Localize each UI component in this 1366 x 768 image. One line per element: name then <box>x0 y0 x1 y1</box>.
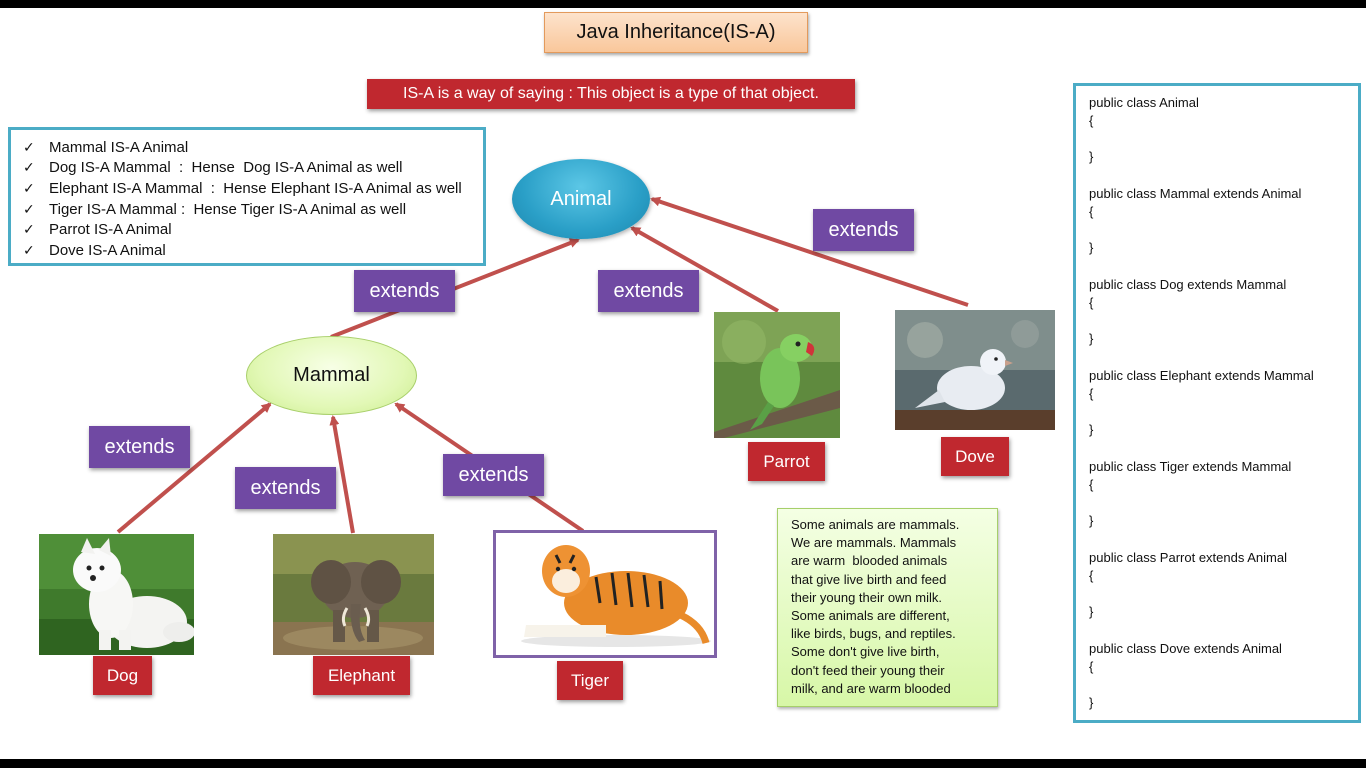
class-declaration: public class Elephant extends Mammal <box>1089 368 1314 383</box>
rule-item: ✓ Elephant IS-A Mammal : Hense Elephant I… <box>23 178 483 199</box>
brace-open: { <box>1089 295 1094 310</box>
brace-open: { <box>1089 386 1094 401</box>
extends-label-dove: extends <box>813 209 914 251</box>
code-blank <box>1089 403 1358 421</box>
check-icon: ✓ <box>23 179 35 196</box>
isa-definition-banner: IS-A is a way of saying : This object is… <box>367 79 855 109</box>
class-declaration: public class Tiger extends Mammal <box>1089 459 1292 474</box>
code-blank <box>1089 494 1358 512</box>
rule-item: ✓ Dog IS-A Mammal : Hense Dog IS-A Animal… <box>23 158 483 179</box>
brace-open: { <box>1089 477 1094 492</box>
code-blank <box>1089 676 1358 694</box>
rule-item: ✓ Dove IS-A Animal <box>23 240 483 261</box>
label-parrot: Parrot <box>748 442 825 481</box>
check-icon: ✓ <box>23 241 35 258</box>
brace-close: } <box>1089 240 1094 255</box>
note-line: their young their own milk. <box>791 589 943 605</box>
brace-open: { <box>1089 659 1094 674</box>
rule-text: Elephant IS-A Mammal : Hense Elephant IS… <box>49 179 462 197</box>
extends-label-dog: extends <box>89 426 190 468</box>
code-blank <box>1089 221 1358 239</box>
arrow-dove-animal <box>650 196 969 307</box>
label-elephant: Elephant <box>313 656 410 695</box>
animal-node: Animal <box>512 159 650 239</box>
brace-close: } <box>1089 149 1094 164</box>
extends-label-elephant: extends <box>235 467 336 509</box>
code-block-dove: public class Dove extends Animal { } <box>1089 640 1358 731</box>
brace-close: } <box>1089 422 1094 437</box>
rule-text: Tiger IS-A Mammal : Hense Tiger IS-A Ani… <box>49 200 407 218</box>
class-code-box: public class Animal { } public class Mam… <box>1073 83 1361 723</box>
code-block-dog: public class Dog extends Mammal { } <box>1089 276 1358 367</box>
brace-close: } <box>1089 513 1094 528</box>
parrot-photo <box>714 312 840 438</box>
brace-close: } <box>1089 331 1094 346</box>
extends-label-tiger: extends <box>443 454 544 496</box>
tiger-photo <box>493 530 717 658</box>
bottom-border <box>0 759 1366 768</box>
check-icon: ✓ <box>23 221 35 238</box>
class-declaration: public class Parrot extends Animal <box>1089 550 1287 565</box>
rule-item: ✓ Mammal IS-A Animal <box>23 137 483 158</box>
brace-close: } <box>1089 604 1094 619</box>
mammal-node: Mammal <box>246 336 417 415</box>
note-line: We are mammals. Mammals <box>791 535 957 551</box>
class-declaration: public class Dove extends Animal <box>1089 641 1282 656</box>
isa-rules-box: ✓ Mammal IS-A Animal ✓ Dog IS-A Mammal : H… <box>8 127 486 266</box>
code-block-elephant: public class Elephant extends Mammal { } <box>1089 367 1358 458</box>
rule-text: Parrot IS-A Animal <box>49 221 172 239</box>
code-block-mammal: public class Mammal extends Animal { } <box>1089 185 1358 276</box>
class-declaration: public class Dog extends Mammal <box>1089 277 1287 292</box>
rule-item: ✓ Tiger IS-A Mammal : Hense Tiger IS-A An… <box>23 199 483 220</box>
rule-text: Mammal IS-A Animal <box>49 138 189 156</box>
class-declaration: public class Animal <box>1089 95 1199 110</box>
check-icon: ✓ <box>23 200 35 217</box>
mammals-note: Some animals are mammals. We are mammals… <box>777 508 998 707</box>
check-icon: ✓ <box>23 138 35 155</box>
top-border <box>0 0 1366 8</box>
note-line: don't feed their young their <box>791 662 945 678</box>
note-line: like birds, bugs, and reptiles. <box>791 626 956 642</box>
rule-text: Dog IS-A Mammal : Hense Dog IS-A Animal … <box>49 159 403 177</box>
note-line: Some animals are different, <box>791 607 950 623</box>
note-line: Some animals are mammals. <box>791 517 960 532</box>
note-line: milk, and are warm blooded <box>791 680 951 696</box>
check-icon: ✓ <box>23 159 35 176</box>
code-blank <box>1089 130 1358 148</box>
label-dove: Dove <box>941 437 1009 476</box>
brace-open: { <box>1089 568 1094 583</box>
rule-item: ✓ Parrot IS-A Animal <box>23 219 483 240</box>
brace-open: { <box>1089 204 1094 219</box>
dog-photo <box>39 534 194 655</box>
elephant-photo <box>273 534 434 655</box>
label-tiger: Tiger <box>557 661 623 700</box>
note-line: that give live birth and feed <box>791 571 947 587</box>
extends-label-mammal: extends <box>354 270 455 312</box>
class-declaration: public class Mammal extends Animal <box>1089 186 1302 201</box>
extends-label-parrot: extends <box>598 270 699 312</box>
code-blank <box>1089 312 1358 330</box>
arrow-dog-mammal <box>116 402 272 534</box>
code-block-animal: public class Animal { } <box>1089 94 1358 185</box>
note-line: are warm blooded animals <box>791 553 948 569</box>
rule-text: Dove IS-A Animal <box>49 241 166 259</box>
code-block-tiger: public class Tiger extends Mammal { } <box>1089 458 1358 549</box>
brace-close: } <box>1089 695 1094 710</box>
arrow-parrot-animal <box>630 226 779 313</box>
code-block-parrot: public class Parrot extends Animal { } <box>1089 549 1358 640</box>
dove-photo <box>895 310 1055 430</box>
page-title: Java Inheritance(IS-A) <box>544 12 808 53</box>
code-blank <box>1089 585 1358 603</box>
note-line: Some don't give live birth, <box>791 644 940 660</box>
label-dog: Dog <box>93 656 152 695</box>
brace-open: { <box>1089 113 1094 128</box>
arrow-elephant-mammal <box>329 415 355 534</box>
